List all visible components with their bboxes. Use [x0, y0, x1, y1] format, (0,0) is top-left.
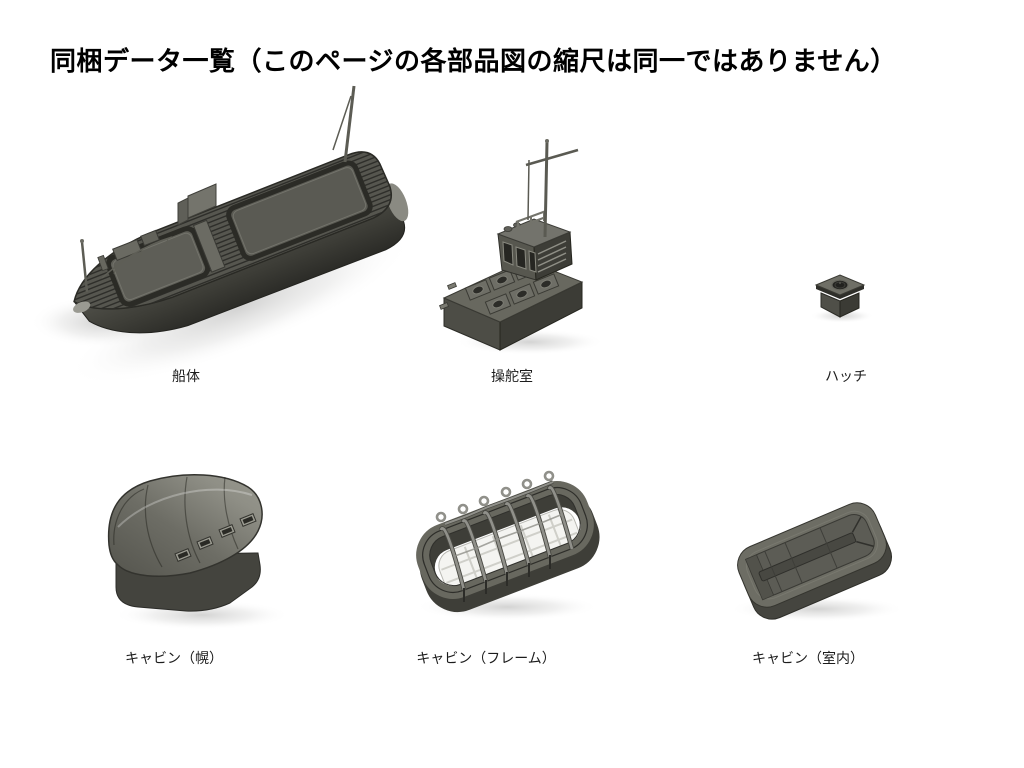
- floor-channel: [758, 532, 857, 582]
- hull-3d-render: [30, 85, 413, 380]
- part-label-wheelhouse: 操舵室: [491, 368, 533, 384]
- wheelhouse-mast: [543, 141, 549, 238]
- part-label-cabin-interior: キャビン（室内）: [752, 650, 864, 666]
- part-figure-wheelhouse: [430, 120, 650, 355]
- part-label-hatch: ハッチ: [825, 368, 867, 384]
- frame-hoops: [435, 470, 575, 591]
- part-figure-cabin-canopy: [90, 465, 315, 640]
- bow-mast: [80, 241, 89, 293]
- part-figure-cabin-frame: [395, 460, 625, 635]
- part-figure-hatch: [795, 253, 890, 328]
- part-label-cabin-frame: キャビン（フレーム）: [416, 650, 556, 666]
- wheelhouse-vents: [537, 240, 567, 273]
- wheelhouse-windows: [502, 241, 537, 273]
- cabin-canopy-3d-render: [107, 474, 290, 630]
- cabin-frame-3d-render: [415, 470, 600, 621]
- hatch-3d-render: [810, 274, 874, 323]
- part-label-hull: 船体: [172, 368, 200, 384]
- part-label-cabin-canopy: キャビン（幌）: [125, 650, 223, 666]
- stern-stay: [332, 95, 352, 151]
- cabin-windows: [174, 513, 257, 562]
- part-figure-hull: [30, 70, 430, 380]
- part-figure-cabin-interior: [715, 485, 945, 635]
- bow-railing: [101, 236, 173, 279]
- cabin-interior-3d-render: [729, 502, 905, 622]
- wall-stanchions: [463, 555, 551, 602]
- cabin-canopy-cover: [107, 474, 263, 578]
- wheelhouse-3d-render: [439, 139, 605, 355]
- page-title: 同梱データ一覧（このページの各部品図の縮尺は同一ではありません）: [50, 46, 897, 77]
- canopy-seams: [113, 476, 239, 568]
- stern-mast: [343, 85, 356, 163]
- mast-crossbar: [525, 148, 579, 167]
